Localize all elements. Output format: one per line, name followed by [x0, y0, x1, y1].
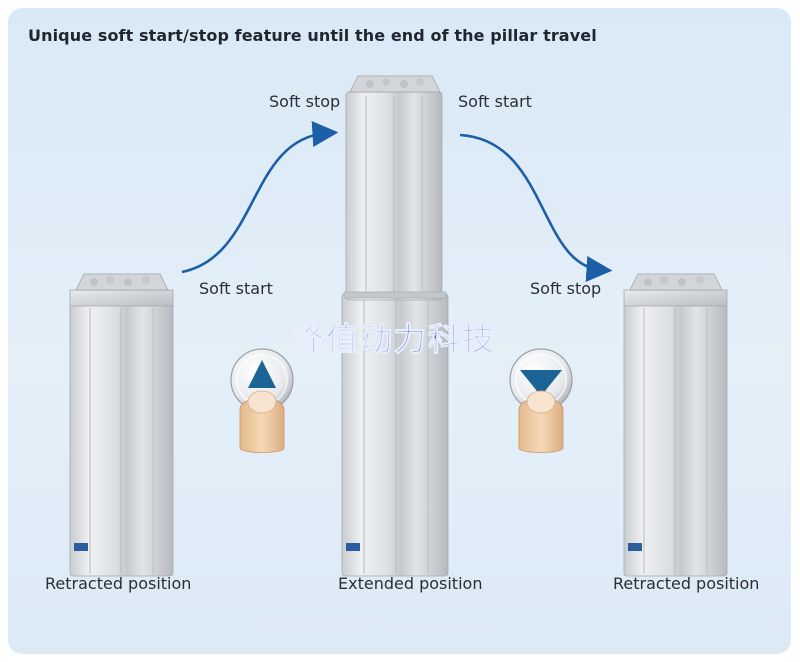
pillar-right-retracted — [623, 273, 728, 577]
triangle-up-icon — [248, 360, 276, 388]
label-soft-start-left: Soft start — [199, 279, 273, 298]
finger-up — [239, 390, 285, 453]
down-button — [509, 348, 573, 412]
label-soft-stop-right: Soft stop — [530, 279, 602, 298]
diagram-panel: Unique soft start/stop feature until the… — [8, 8, 791, 654]
watermark-text: 峰值动力科技 — [291, 320, 497, 359]
caption-retracted-left: Retracted position — [45, 574, 192, 593]
diagram-artwork — [69, 75, 728, 577]
label-soft-stop-top: Soft stop — [269, 92, 341, 111]
caption-extended-center: Extended position — [338, 574, 483, 593]
triangle-down-icon — [520, 370, 562, 396]
arrow-soft-lower — [459, 133, 613, 282]
arrow-soft-rise — [181, 121, 339, 274]
finger-down — [518, 390, 564, 453]
label-soft-start-top: Soft start — [458, 92, 532, 111]
pillar-left-retracted — [69, 273, 174, 577]
pillar-center-extended — [341, 75, 449, 577]
diagram-title: Unique soft start/stop feature until the… — [28, 26, 597, 45]
caption-retracted-right: Retracted position — [613, 574, 760, 593]
